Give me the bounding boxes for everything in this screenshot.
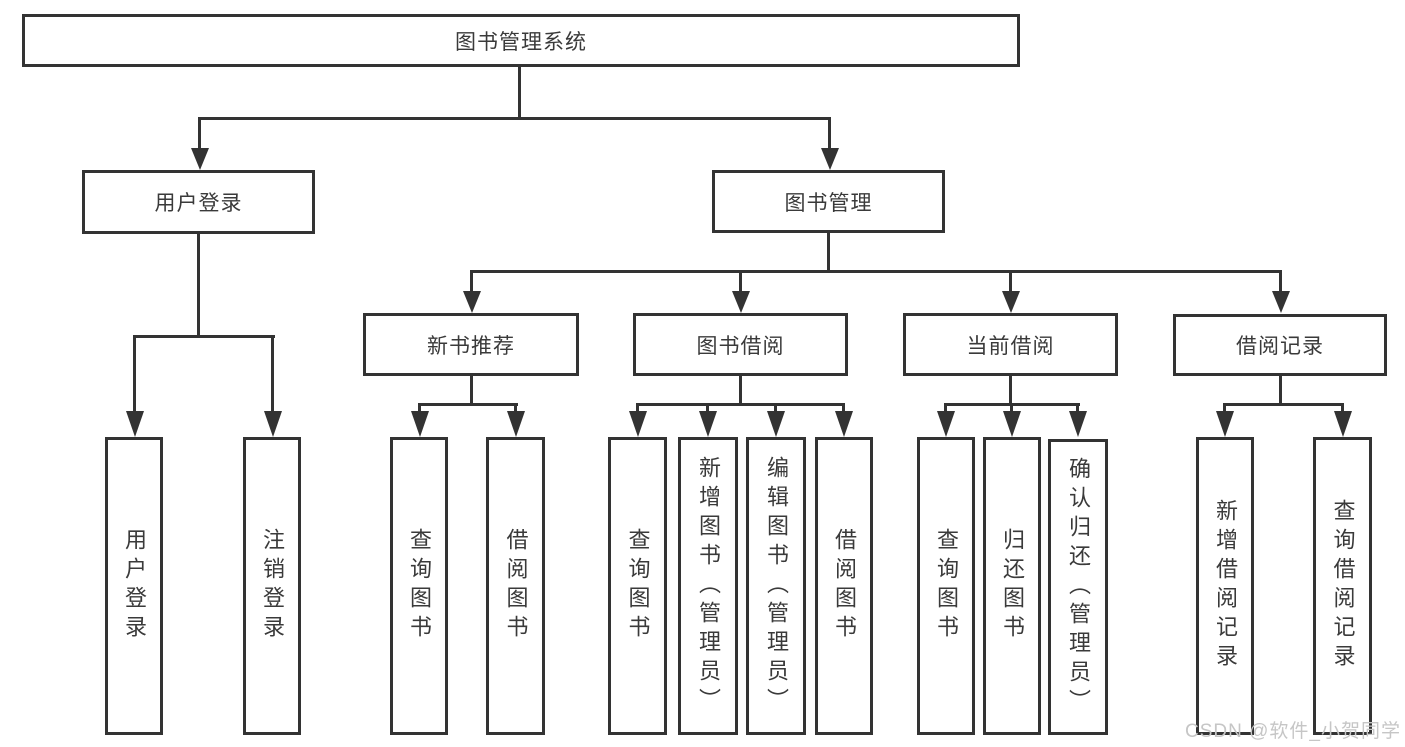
node-label: 新增借阅记录 [1213,499,1238,673]
connector-line [133,335,275,338]
arrowhead-down-icon [264,411,282,437]
connector-line [198,117,831,120]
node-leaf-edit-book-admin: 编辑图书（管理员） [746,437,806,735]
arrowhead-down-icon [463,291,481,313]
arrowhead-down-icon [1069,411,1087,437]
arrowhead-down-icon [1216,411,1234,437]
arrowhead-down-icon [699,411,717,437]
connector-line [1009,270,1012,291]
arrowhead-down-icon [767,411,785,437]
node-user-login: 用户登录 [82,170,315,234]
csdn-watermark: CSDN @软件_小贺同学 [1185,721,1401,742]
arrowhead-down-icon [1002,291,1020,313]
connector-line [706,403,709,411]
connector-line [518,67,521,117]
node-label: 查询图书 [407,528,432,644]
node-leaf-logout: 注销登录 [243,437,301,735]
connector-line [636,403,639,411]
node-leaf-add-borrow-record: 新增借阅记录 [1196,437,1254,735]
connector-line [418,403,421,411]
arrowhead-down-icon [1272,291,1290,313]
connector-line [470,270,473,291]
arrowhead-down-icon [126,411,144,437]
connector-line [514,403,517,411]
connector-line [418,403,518,406]
node-label: 新增图书（管理员） [696,455,721,717]
connector-line [1009,376,1012,403]
node-leaf-query-book-2: 查询图书 [608,437,667,735]
arrowhead-down-icon [1003,411,1021,437]
arrowhead-down-icon [507,411,525,437]
node-label: 查询图书 [934,528,959,644]
connector-line [1010,403,1013,411]
arrowhead-down-icon [191,148,209,170]
connector-line [1279,270,1282,291]
arrowhead-down-icon [629,411,647,437]
connector-line [470,376,473,403]
arrowhead-down-icon [937,411,955,437]
connector-line [1223,403,1344,406]
connector-line [1279,376,1282,403]
node-label: 归还图书 [1000,528,1025,644]
connector-line [828,117,831,148]
connector-line [198,117,201,148]
node-leaf-user-login: 用户登录 [105,437,163,735]
arrowhead-down-icon [835,411,853,437]
connector-line [1341,403,1344,411]
connector-line [636,403,845,406]
node-borrowing-records: 借阅记录 [1173,314,1387,376]
node-library-management-system: 图书管理系统 [22,14,1020,67]
node-label: 注销登录 [260,528,285,644]
node-leaf-confirm-return-admin: 确认归还（管理员） [1048,439,1108,735]
node-book-management: 图书管理 [712,170,945,233]
connector-line [1076,403,1079,411]
node-label: 借阅图书 [503,528,529,644]
node-leaf-query-borrow-record: 查询借阅记录 [1313,437,1372,735]
node-label: 查询借阅记录 [1330,499,1356,673]
node-leaf-query-book-1: 查询图书 [390,437,448,735]
connector-line [739,376,742,403]
connector-line [827,233,830,270]
connector-line [739,270,742,291]
node-label: 查询图书 [625,528,651,644]
connector-line [197,234,200,335]
connector-line [1223,403,1226,411]
connector-line [774,403,777,411]
node-leaf-query-book-3: 查询图书 [917,437,975,735]
arrowhead-down-icon [1334,411,1352,437]
node-leaf-add-book-admin: 新增图书（管理员） [678,437,738,735]
arrowhead-down-icon [411,411,429,437]
node-label: 编辑图书（管理员） [764,455,789,717]
node-label: 用户登录 [122,528,147,644]
node-label: 确认归还（管理员） [1066,456,1091,718]
node-book-borrowing: 图书借阅 [633,313,848,376]
connector-line [470,270,1281,273]
node-new-book-recommend: 新书推荐 [363,313,579,376]
node-leaf-return-book: 归还图书 [983,437,1041,735]
arrowhead-down-icon [732,291,750,313]
connector-line [271,335,274,411]
connector-line [842,403,845,411]
node-leaf-borrow-book-2: 借阅图书 [815,437,873,735]
node-label: 借阅图书 [832,528,857,644]
node-current-borrowing: 当前借阅 [903,313,1118,376]
connector-line [944,403,947,411]
connector-line [133,335,136,411]
arrowhead-down-icon [821,148,839,170]
node-leaf-borrow-book-1: 借阅图书 [486,437,545,735]
